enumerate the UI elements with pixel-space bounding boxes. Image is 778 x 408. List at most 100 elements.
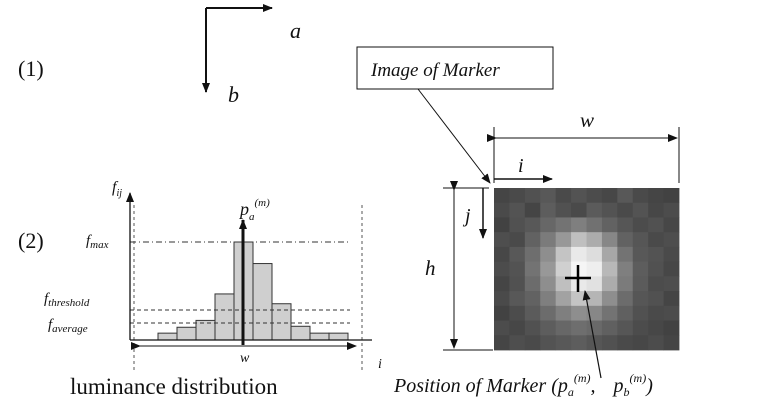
- axis-a-label: a: [290, 18, 301, 43]
- marker-pixel: [509, 335, 526, 351]
- marker-pixel: [494, 276, 510, 292]
- marker-pixel: [648, 217, 664, 233]
- position-pointer: [582, 290, 602, 379]
- marker-pixel: [663, 335, 680, 351]
- marker-pixel: [494, 202, 510, 218]
- histogram-bar: [328, 332, 349, 341]
- section-1-label: (1): [18, 56, 44, 81]
- marker-pixel: [555, 261, 572, 277]
- marker-image: [494, 188, 680, 351]
- marker-pixel: [494, 261, 510, 277]
- marker-dimensions: [443, 127, 680, 351]
- histogram-bar: [252, 263, 273, 341]
- marker-pixel: [540, 202, 557, 218]
- y-axis-label: fij: [112, 179, 122, 199]
- marker-pixel: [663, 188, 680, 204]
- marker-pixel: [540, 335, 557, 351]
- marker-pixel: [586, 217, 603, 233]
- marker-pixel: [540, 305, 557, 321]
- marker-pixel: [663, 202, 680, 218]
- marker-pixel: [555, 276, 572, 292]
- marker-pixel: [601, 320, 618, 336]
- marker-pixel: [555, 246, 572, 263]
- marker-pixel: [632, 261, 649, 277]
- marker-pixel: [632, 246, 649, 263]
- marker-pixel: [632, 335, 649, 351]
- marker-pixel: [555, 305, 572, 321]
- marker-pixel: [648, 291, 664, 307]
- marker-pixel: [509, 305, 526, 321]
- marker-pixel: [632, 217, 649, 233]
- marker-pixel: [509, 188, 526, 204]
- marker-pixel: [555, 188, 572, 204]
- callout-box: [356, 46, 554, 90]
- marker-center-crosshair: [565, 265, 602, 379]
- marker-pixel: [494, 305, 510, 321]
- marker-pixel: [648, 305, 664, 321]
- marker-pixel: [663, 320, 680, 336]
- marker-pixel: [494, 217, 510, 233]
- marker-pixel: [632, 291, 649, 307]
- marker-pixel: [617, 202, 634, 218]
- marker-pixel: [540, 188, 557, 204]
- histogram-bar: [271, 303, 292, 341]
- marker-pixel: [524, 261, 541, 277]
- marker-pixel: [540, 276, 557, 292]
- histogram-caption: luminance distribution: [70, 374, 278, 399]
- marker-pixel: [540, 320, 557, 336]
- marker-pixel: [648, 232, 664, 248]
- marker-pixel: [601, 217, 618, 233]
- marker-pixel: [648, 261, 664, 277]
- position-caption: Position of Marker (pa(m),pb(m)): [393, 371, 653, 399]
- marker-pixel: [571, 188, 587, 204]
- marker-pixel: [509, 232, 526, 248]
- marker-pixel: [586, 291, 603, 307]
- marker-pixel: [601, 188, 618, 204]
- marker-pixel: [571, 291, 587, 307]
- marker-pixel: [540, 261, 557, 277]
- histogram-bar: [157, 332, 178, 341]
- marker-pixel: [617, 320, 634, 336]
- marker-pixel: [509, 320, 526, 336]
- marker-pixel: [648, 188, 664, 204]
- marker-pixel: [586, 188, 603, 204]
- marker-pixel: [494, 188, 510, 204]
- histogram-bars: [157, 241, 349, 341]
- axis-b-label: b: [228, 82, 239, 107]
- marker-pixel: [632, 232, 649, 248]
- marker-pixel: [571, 232, 587, 248]
- marker-pixel: [494, 335, 510, 351]
- marker-pixel: [601, 335, 618, 351]
- marker-pixel: [617, 261, 634, 277]
- marker-pixel: [663, 217, 680, 233]
- marker-pixel: [601, 246, 618, 263]
- marker-pixel: [648, 276, 664, 292]
- marker-pixel: [571, 246, 587, 263]
- histogram-width-label: w: [240, 351, 250, 366]
- marker-pixel: [586, 261, 603, 277]
- marker-pixel: [632, 276, 649, 292]
- marker-pixel: [601, 291, 618, 307]
- marker-pixel: [617, 291, 634, 307]
- marker-pixel: [632, 202, 649, 218]
- marker-pixel: [494, 232, 510, 248]
- f-threshold-label: fthreshold: [44, 291, 90, 309]
- marker-pixel: [648, 202, 664, 218]
- marker-pixel: [586, 246, 603, 263]
- marker-pixel: [586, 276, 603, 292]
- marker-height-label: h: [425, 256, 436, 280]
- marker-pixel: [509, 202, 526, 218]
- marker-pixel: [648, 335, 664, 351]
- marker-pixel: [494, 291, 510, 307]
- marker-pixel: [617, 305, 634, 321]
- marker-pixel: [540, 232, 557, 248]
- marker-pixel: [555, 320, 572, 336]
- marker-pixel: [524, 232, 541, 248]
- marker-pixel: [571, 305, 587, 321]
- marker-pixel: [663, 291, 680, 307]
- marker-pixel: [555, 217, 572, 233]
- marker-pixel: [601, 261, 618, 277]
- f-max-label: fmax: [86, 233, 109, 251]
- marker-pixel: [632, 188, 649, 204]
- marker-pixel: [555, 291, 572, 307]
